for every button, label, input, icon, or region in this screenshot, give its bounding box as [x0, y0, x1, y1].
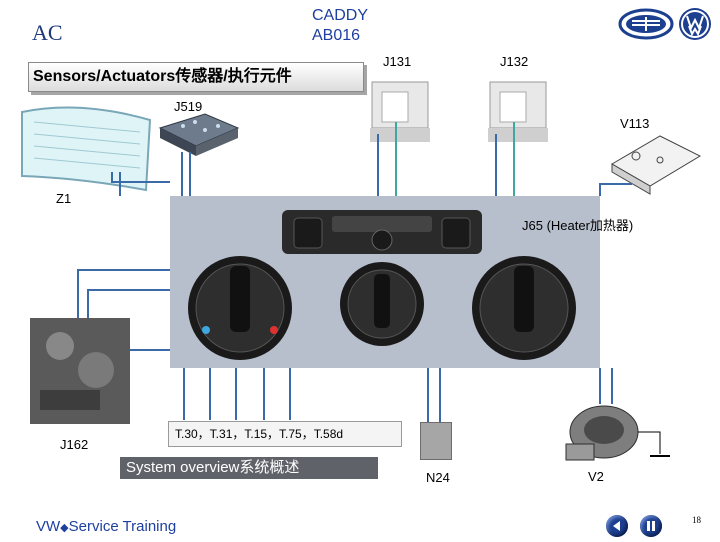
- vw-logo: [678, 7, 712, 41]
- footer-vw: VW: [36, 518, 61, 535]
- j519-module-image: [158, 113, 240, 156]
- label-j131: J131: [383, 54, 412, 69]
- header-model: CADDY: [312, 7, 369, 24]
- page-number: 18: [692, 515, 701, 525]
- n24-resistor-image: [420, 422, 452, 460]
- previous-button[interactable]: [606, 515, 628, 537]
- label-j162: J162: [60, 437, 89, 452]
- label-j132: J132: [500, 54, 529, 69]
- j162-image: [30, 318, 130, 424]
- label-v113: V113: [620, 116, 650, 131]
- label-z1: Z1: [56, 191, 72, 206]
- header-title: CADDY AB016: [312, 6, 368, 46]
- label-n24: N24: [426, 470, 450, 485]
- heater-control-panel: [170, 196, 600, 368]
- header-ac: AC: [32, 20, 63, 45]
- system-overview-box: System overview系统概述: [120, 457, 378, 479]
- rear-window-z1-image: [21, 106, 152, 192]
- footer-service: Service Training: [68, 518, 177, 535]
- label-j65: J65 (Heater加热器): [522, 218, 634, 233]
- vw-logo-icon: [679, 8, 711, 40]
- j131-image: [370, 81, 430, 142]
- section-title: Sensors/Actuators传感器/执行元件: [28, 62, 364, 92]
- v2-blower-image: [565, 405, 639, 461]
- wires: [77, 122, 632, 422]
- faw-logo: [618, 8, 674, 40]
- faw-logo-icon: [618, 8, 674, 40]
- j132-image: [488, 81, 548, 142]
- label-v2: V2: [588, 469, 604, 484]
- triangle-left-icon: [613, 521, 620, 531]
- header-code: AB016: [312, 27, 361, 44]
- ground-symbol-icon: [638, 431, 670, 457]
- terminals-box: T.30，T.31，T.15，T.75，T.58d: [168, 421, 402, 447]
- v113-image: [611, 135, 702, 195]
- diamond-icon: ◆: [60, 522, 69, 534]
- heater-control-panel-image: [188, 210, 576, 360]
- pause-icon: [647, 521, 655, 531]
- footer: VW◆Service Training: [36, 518, 176, 535]
- label-j519: J519: [174, 99, 203, 114]
- pause-button[interactable]: [640, 515, 662, 537]
